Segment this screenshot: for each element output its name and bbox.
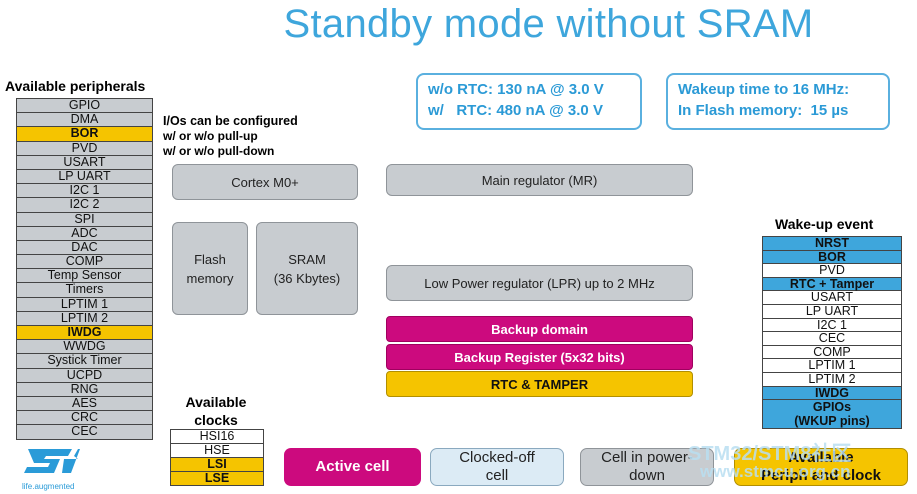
peripheral-item: PVD [16, 140, 153, 156]
sram-label-2: (36 Kbytes) [273, 270, 341, 286]
wakeup-event-item: LPTIM 2 [762, 371, 902, 387]
peripheral-item: CEC [16, 424, 153, 440]
peripheral-item: Temp Sensor [16, 268, 153, 284]
peripheral-item: I2C 2 [16, 197, 153, 213]
peripheral-item: ADC [16, 225, 153, 241]
legend-power-down-line1: Cell in power- [601, 449, 693, 466]
wakeup-event-item: LPTIM 1 [762, 358, 902, 373]
wakeup-event-item: LP UART [762, 303, 902, 319]
wakeup-event-item: NRST [762, 236, 902, 251]
peripheral-item: LPTIM 1 [16, 296, 153, 312]
wakeup-event-item: COMP [762, 344, 902, 360]
sram-label-1: SRAM [288, 251, 326, 267]
legend-clocked-off-line1: Clocked-off [459, 449, 535, 466]
st-logo-tagline: life.augmented [22, 482, 75, 491]
clocks-heading-line1: Available [185, 394, 247, 410]
peripheral-item: COMP [16, 254, 153, 270]
io-note: I/Os can be configured w/ or w/o pull-up… [163, 114, 298, 159]
legend-active-cell: Active cell [284, 448, 421, 486]
wakeup-heading: Wake-up event [775, 216, 874, 232]
wakeup-event-item: I2C 1 [762, 317, 902, 333]
peripheral-item: AES [16, 395, 153, 412]
io-note-line3: w/ or w/o pull-down [163, 144, 275, 158]
peripheral-item: DMA [16, 112, 153, 128]
peripherals-heading: Available peripherals [5, 78, 146, 94]
power-consumption-box: w/o RTC: 130 nA @ 3.0 V w/ RTC: 480 nA @… [416, 73, 642, 130]
wakeup-time-line1: Wakeup time to 16 MHz: [678, 81, 850, 98]
peripheral-item: UCPD [16, 367, 153, 383]
peripheral-item: WWDG [16, 339, 153, 355]
peripheral-item: BOR [16, 126, 153, 142]
page-title: Standby mode without SRAM [283, 2, 814, 46]
sram-block: SRAM (36 Kbytes) [256, 222, 358, 315]
wakeup-gpios-line1: GPIOs [812, 400, 852, 415]
lpr-block: Low Power regulator (LPR) up to 2 MHz [386, 265, 693, 301]
wakeup-event-item: IWDG [762, 385, 902, 401]
cortex-block: Cortex M0+ [172, 164, 358, 200]
peripheral-item: GPIO [16, 98, 153, 114]
power-line-no-rtc: w/o RTC: 130 nA @ 3.0 V [428, 81, 604, 98]
wakeup-time-line2: In Flash memory: 15 µs [678, 102, 849, 119]
legend-power-down: Cell in power- down [580, 448, 714, 486]
io-note-line1: I/Os can be configured [163, 114, 298, 128]
legend-available: Available Periph and clock [734, 448, 908, 486]
backup-domain-block: Backup domain [386, 316, 693, 342]
clocks-heading: Available clocks [172, 393, 260, 429]
clock-item: LSE [170, 471, 264, 486]
legend-power-down-line2: down [629, 467, 665, 484]
clock-item: HSE [170, 443, 264, 458]
legend-clocked-off: Clocked-off cell [430, 448, 564, 486]
peripheral-item: Timers [16, 282, 153, 298]
wakeup-event-item: USART [762, 290, 902, 305]
peripheral-item: SPI [16, 211, 153, 227]
watermark-line1: STM32/STM8社区 [688, 443, 852, 465]
wakeup-event-gpios: GPIOs(WKUP pins) [762, 399, 902, 430]
main-regulator-block: Main regulator (MR) [386, 164, 693, 196]
st-logo-icon: life.augmented [22, 447, 82, 491]
clocks-heading-line2: clocks [194, 412, 238, 428]
wakeup-event-item: RTC + Tamper [762, 276, 902, 292]
rtc-tamper-block: RTC & TAMPER [386, 371, 693, 397]
backup-register-block: Backup Register (5x32 bits) [386, 344, 693, 370]
power-line-rtc: w/ RTC: 480 nA @ 3.0 V [428, 102, 603, 119]
flash-block: Flash memory [172, 222, 248, 315]
peripheral-item: LPTIM 2 [16, 310, 153, 326]
legend-clocked-off-line2: cell [485, 467, 509, 484]
peripheral-item: I2C 1 [16, 183, 153, 199]
flash-label-1: Flash [194, 251, 226, 267]
legend-available-line2: Periph and clock [760, 467, 882, 484]
peripheral-item: CRC [16, 410, 153, 426]
wakeup-event-item: CEC [762, 331, 902, 346]
clock-item: LSI [170, 457, 264, 472]
wakeup-event-item: BOR [762, 249, 902, 265]
peripheral-item: USART [16, 154, 153, 170]
io-note-line2: w/ or w/o pull-up [163, 129, 258, 143]
peripheral-item: DAC [16, 239, 153, 256]
peripheral-item: LP UART [16, 168, 153, 185]
wakeup-event-item: PVD [762, 263, 902, 278]
legend-available-line1: Available [788, 449, 854, 466]
st-logo-mark [24, 449, 80, 473]
wakeup-time-box: Wakeup time to 16 MHz: In Flash memory: … [666, 73, 890, 130]
wakeup-gpios-line2: (WKUP pins) [794, 414, 870, 429]
peripheral-item: IWDG [16, 325, 153, 341]
flash-label-2: memory [186, 270, 234, 286]
watermark-line2: www.stmcu.org.cn [700, 462, 851, 481]
peripheral-item: RNG [16, 381, 153, 397]
clock-item: HSI16 [170, 429, 264, 444]
peripheral-item: Systick Timer [16, 353, 153, 369]
